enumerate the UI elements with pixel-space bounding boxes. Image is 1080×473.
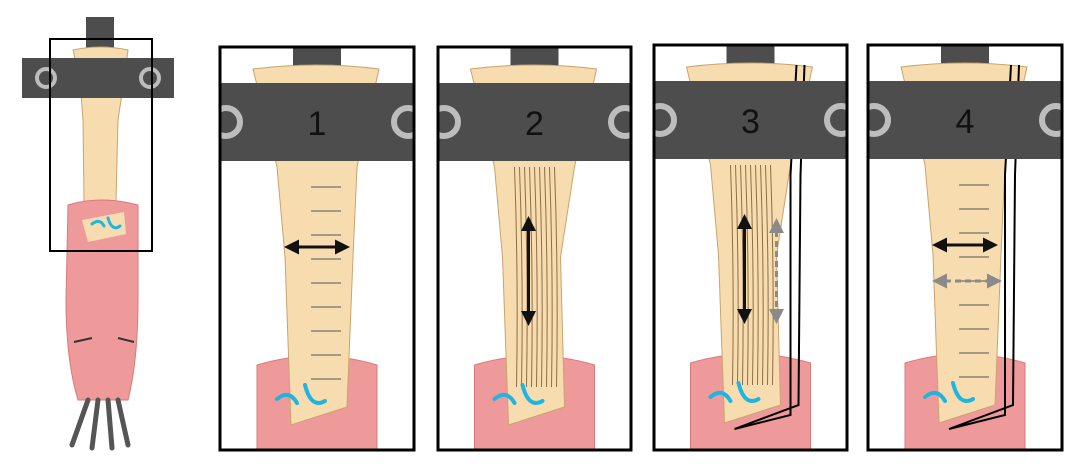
overview-suture-marks (73, 337, 135, 343)
fiber-line (730, 164, 734, 386)
panel-number: 2 (525, 105, 544, 143)
fiber-line (514, 166, 518, 388)
fiber-line (539, 166, 543, 388)
overview-top-grip (86, 17, 114, 51)
panels: 1 2 3 4 (218, 43, 1064, 452)
fiber-line (544, 166, 548, 388)
panel-1: 1 (218, 45, 416, 452)
fiber-line (765, 164, 769, 386)
screw-icon (438, 105, 461, 139)
suture-icon (275, 383, 327, 405)
fiber-line (534, 166, 538, 388)
screw-icon (824, 103, 847, 137)
panel-frame (652, 43, 849, 452)
screw-icon (654, 103, 677, 137)
panel-2: 2 (436, 45, 633, 452)
panel-number: 1 (308, 105, 327, 143)
overview-clamp (22, 58, 174, 98)
clamp-bar (220, 83, 414, 161)
fiber-line (549, 166, 553, 388)
suture-icon (923, 381, 975, 403)
fiber-line (554, 166, 558, 388)
panel-number: 4 (956, 103, 975, 141)
tissue-layer (734, 64, 806, 430)
screw-icon (391, 105, 414, 139)
panel-3: 3 (652, 43, 849, 452)
clamp-bar (438, 83, 631, 161)
fiber-line (750, 164, 754, 386)
fiber-line (755, 164, 759, 386)
panel-frame (218, 45, 416, 452)
overview-specimen (22, 17, 174, 451)
screw-icon (139, 67, 161, 89)
screw-icon (1039, 103, 1062, 137)
screw-icon (868, 103, 891, 137)
screw-icon (608, 105, 631, 139)
panel-frame (866, 43, 1064, 452)
overview-cables (69, 397, 131, 451)
suture-icon (90, 216, 122, 230)
clamp-bar (654, 81, 847, 159)
tissue-layer (948, 64, 1020, 430)
panel-frame (436, 45, 633, 452)
overview-zoom-frame (49, 38, 153, 252)
panel-4: 4 (866, 43, 1064, 452)
suture-icon (492, 383, 545, 405)
fiber-line (760, 164, 764, 386)
panel-number: 3 (741, 103, 760, 141)
clamp-bar (868, 81, 1062, 159)
screw-icon (220, 105, 243, 139)
suture-icon (708, 381, 761, 403)
screw-icon (35, 67, 57, 89)
